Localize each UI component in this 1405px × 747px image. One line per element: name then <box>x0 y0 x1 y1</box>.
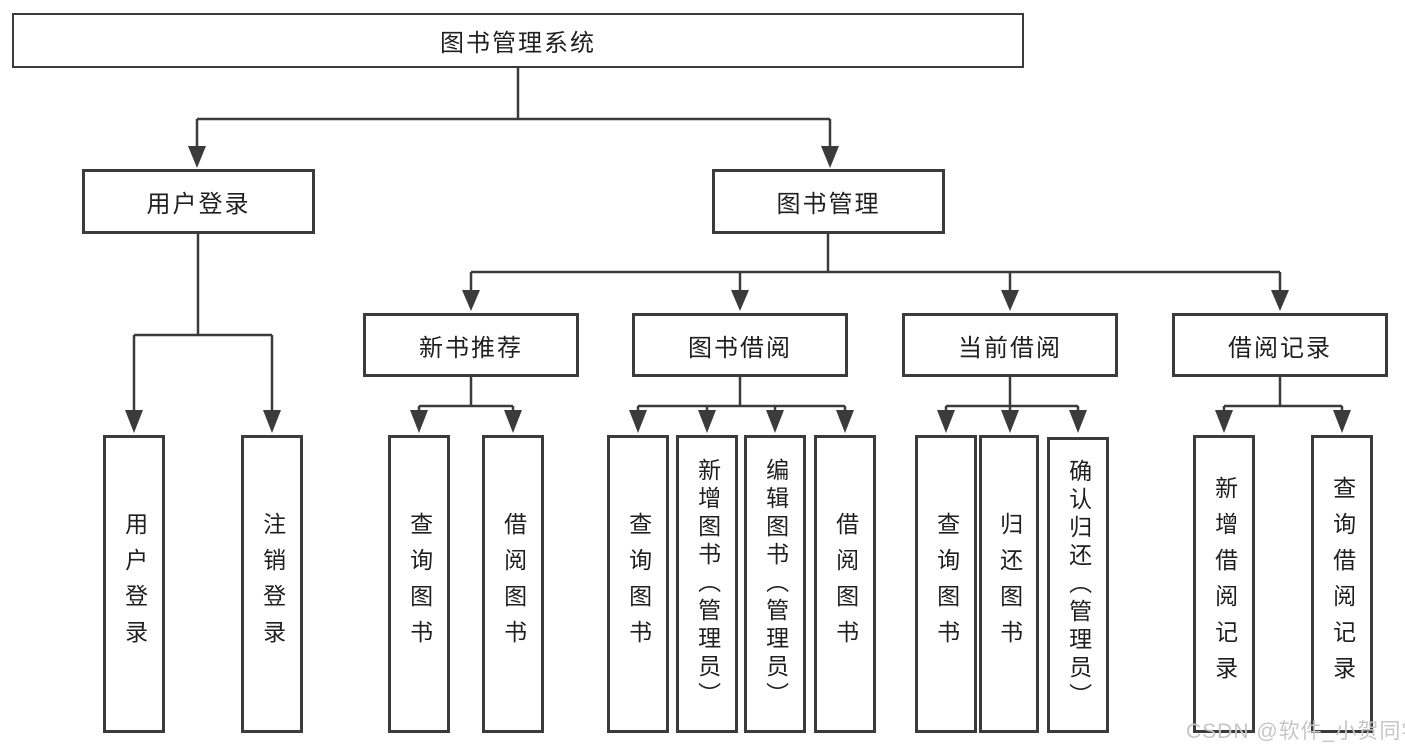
node-edit-book-admin: 编辑图书（管理员） <box>744 435 806 733</box>
connector-current-borrow-children <box>937 377 1087 433</box>
node-query-borrow-record: 查询借阅记录 <box>1311 435 1373 733</box>
node-borrow-records-label: 借阅记录 <box>1228 334 1332 362</box>
node-book-management: 图书管理 <box>712 169 945 234</box>
node-book-borrow: 图书借阅 <box>632 313 848 377</box>
node-system-root: 图书管理系统 <box>12 13 1024 68</box>
node-current-query-books-label: 查询图书 <box>933 512 960 656</box>
watermark: CSDN @软件_小贺同学 <box>1186 720 1405 743</box>
node-login-label: 用户登录 <box>121 512 148 656</box>
node-borrow-books: 借阅图书 <box>814 435 876 733</box>
node-user-login-label: 用户登录 <box>146 191 251 218</box>
node-new-book-recommend: 新书推荐 <box>363 313 579 377</box>
node-add-book-admin: 新增图书（管理员） <box>676 435 738 733</box>
node-recommend-query-books: 查询图书 <box>388 435 450 733</box>
connector-new-book-children <box>410 377 522 433</box>
node-current-borrow: 当前借阅 <box>902 313 1118 377</box>
node-login: 用户登录 <box>103 435 165 733</box>
node-new-book-recommend-label: 新书推荐 <box>419 334 523 362</box>
connector-user-login-children <box>125 234 281 433</box>
node-confirm-return-admin: 确认归还（管理员） <box>1047 437 1109 733</box>
node-system-root-label: 图书管理系统 <box>440 30 596 57</box>
connector-root-to-level2 <box>188 68 839 168</box>
node-logout: 注销登录 <box>241 435 303 733</box>
node-logout-label: 注销登录 <box>259 512 286 656</box>
node-add-borrow-record: 新增借阅记录 <box>1193 435 1255 733</box>
connector-book-management-children <box>462 234 1289 311</box>
node-borrow-query-books: 查询图书 <box>607 435 669 733</box>
connector-borrow-records-children <box>1215 377 1351 433</box>
node-edit-book-admin-label: 编辑图书（管理员） <box>762 458 789 710</box>
node-user-login: 用户登录 <box>82 169 315 234</box>
node-borrow-books-label: 借阅图书 <box>832 512 859 656</box>
node-return-book-label: 归还图书 <box>996 512 1023 656</box>
node-query-borrow-record-label: 查询借阅记录 <box>1329 476 1356 692</box>
node-borrow-records: 借阅记录 <box>1172 313 1388 377</box>
node-book-management-label: 图书管理 <box>776 191 881 218</box>
node-current-borrow-label: 当前借阅 <box>958 334 1062 362</box>
node-return-book: 归还图书 <box>979 435 1039 733</box>
node-borrow-query-books-label: 查询图书 <box>625 512 652 656</box>
node-recommend-borrow-books-label: 借阅图书 <box>500 512 527 656</box>
node-recommend-query-books-label: 查询图书 <box>406 512 433 656</box>
node-current-query-books: 查询图书 <box>915 435 977 733</box>
node-book-borrow-label: 图书借阅 <box>688 334 792 362</box>
connector-book-borrow-children <box>629 377 854 433</box>
node-confirm-return-admin-label: 确认归还（管理员） <box>1065 459 1092 711</box>
node-add-borrow-record-label: 新增借阅记录 <box>1211 476 1238 692</box>
node-add-book-admin-label: 新增图书（管理员） <box>694 458 721 710</box>
node-recommend-borrow-books: 借阅图书 <box>482 435 544 733</box>
